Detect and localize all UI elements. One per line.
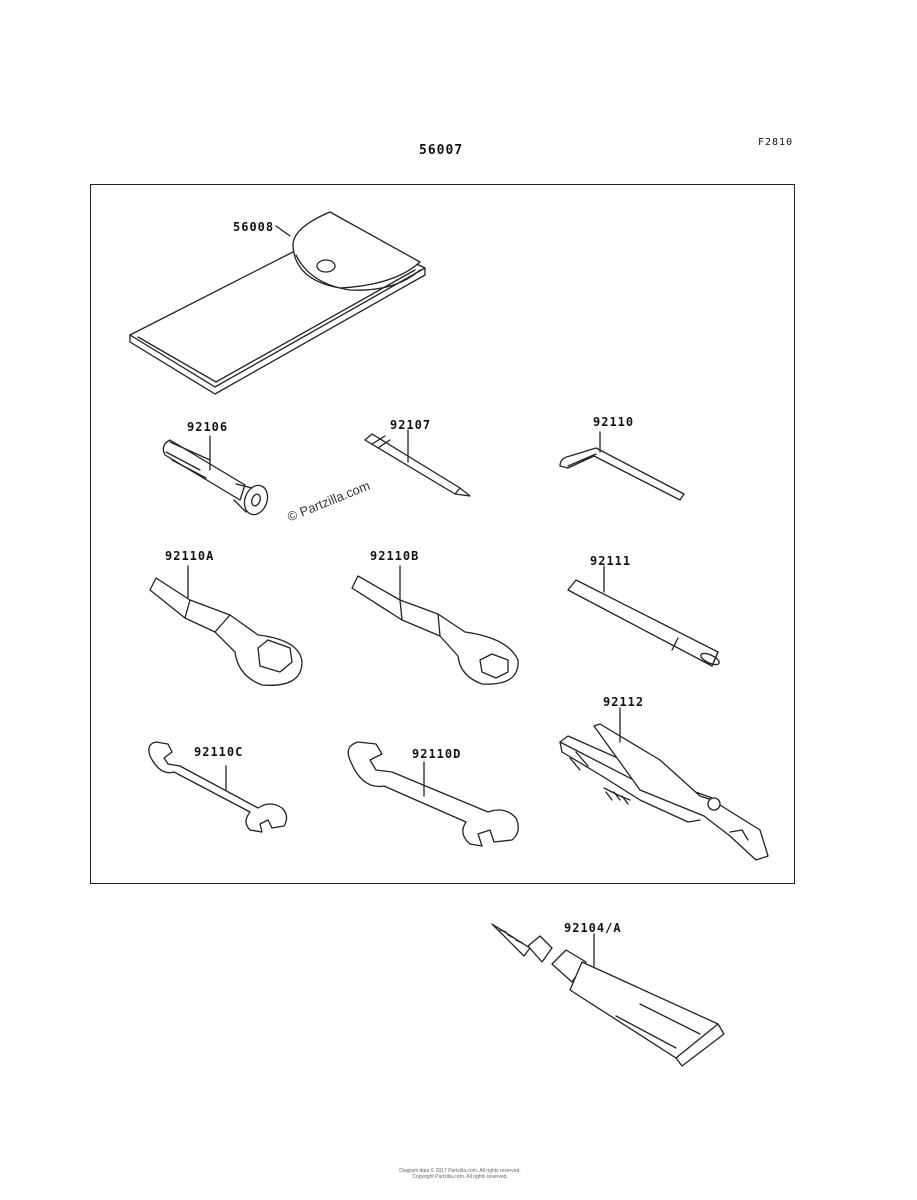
part-label-92107: 92107 [390,418,432,432]
part-label-92110: 92110 [593,415,635,429]
part-label-56008: 56008 [233,220,275,234]
part-label-92110b: 92110B [370,549,420,563]
open-wrench-d-drawing [347,741,519,847]
grease-tube-drawing [491,923,725,1067]
part-label-92112: 92112 [603,695,645,709]
ring-wrench-a-drawing [149,565,303,686]
footer-line-2: Copyright Partzilla.com. All rights rese… [412,1174,508,1180]
copyright-footer: Diagram data © 2017 Partzilla.com. All r… [300,1168,620,1180]
extension-bar-drawing [567,565,720,667]
tool-pouch-drawing [129,211,426,395]
footer-line-1: Diagram data © 2017 Partzilla.com. All r… [399,1168,521,1174]
part-label-92111: 92111 [590,554,632,568]
screwdriver-bit-drawing [364,429,471,497]
pliers-drawing [559,707,769,861]
figure-code-label: F2810 [758,137,794,148]
ring-wrench-b-drawing [351,565,519,685]
part-label-92106: 92106 [187,420,229,434]
tool-kit-frame [90,184,795,884]
screwdriver-handle-drawing [162,435,269,516]
hex-key-drawing [559,431,685,501]
part-label-92110c: 92110C [194,745,244,759]
assembly-number-label: 56007 [419,143,464,158]
part-label-92110a: 92110A [165,549,215,563]
part-label-92104a: 92104/A [564,921,622,935]
open-wrench-c-drawing [148,741,288,833]
part-label-92110d: 92110D [412,747,462,761]
